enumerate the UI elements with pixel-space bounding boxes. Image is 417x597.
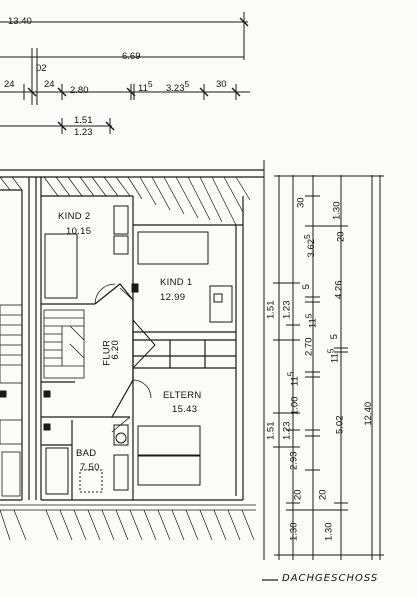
room-area-flur: 6.20 [110, 339, 122, 360]
toilet [113, 424, 129, 446]
chair-kind1 [213, 293, 223, 303]
dim-r-c3-115-main: 11 [307, 318, 319, 329]
shower-tray [79, 469, 103, 493]
dim-label-151: 1.51 [74, 115, 93, 126]
dim-label-02: 02 [36, 63, 47, 74]
dim-r-c3-115: 115 [303, 313, 319, 329]
dim-label-3235: 3.235 [166, 80, 189, 94]
cabinet-kind2b [113, 235, 129, 255]
room-area-kind1: 12.99 [160, 292, 186, 303]
dim-label-3235-main: 3.23 [166, 83, 185, 95]
vanity [113, 454, 129, 491]
dim-r-c2-123b: 1.23 [281, 421, 293, 441]
dim-label-1340: 13.40 [8, 16, 32, 27]
dim-r-c4-115-sup: 5 [325, 348, 336, 354]
dim-r-c4-20: 20 [335, 231, 347, 243]
roof-hatching-bottom [0, 504, 256, 541]
dim-r-c3-5: 5 [300, 284, 312, 290]
dim-label-115-sup: 5 [147, 79, 153, 89]
drawing-caption: DACHGESCHOSS [282, 573, 379, 584]
bed-eltern-2 [137, 454, 201, 486]
dim-r-c1-151b: 1.51 [265, 421, 277, 441]
dim-r-c3-3625: 3.625 [301, 234, 317, 258]
bed-kind1 [137, 231, 209, 265]
room-area-bad: 7.50 [80, 462, 100, 473]
dim-r-c4-426: 4.26 [333, 280, 345, 300]
dim-label-669: 6.69 [122, 51, 141, 62]
dim-label-24a: 24 [4, 79, 15, 90]
dim-r-c4-502: 5.02 [334, 415, 346, 435]
room-name-bad: BAD [76, 448, 97, 459]
staircase [43, 309, 85, 379]
dim-r-c3-2705: 2.70 [303, 337, 315, 357]
desk-kind1 [209, 285, 233, 323]
dim-label-24b: 24 [44, 79, 55, 90]
dim-r-c3-20: 20 [317, 489, 329, 501]
bed-eltern-1 [137, 425, 201, 457]
room-area-eltern: 15.43 [172, 404, 198, 415]
dim-label-30: 30 [216, 79, 227, 90]
dim-r-c5-1240: 12.40 [363, 401, 375, 426]
dim-r-c3-130: 1.30 [323, 522, 335, 542]
dim-r-c1-151a: 1.51 [265, 300, 277, 320]
dim-r-c3-30: 30 [295, 197, 307, 209]
dim-r-c2-115-sup: 5 [285, 371, 296, 377]
room-name-kind2: KIND 2 [58, 211, 91, 222]
dim-label-3235-sup: 5 [184, 79, 190, 89]
dim-r-c2-115: 115 [285, 371, 301, 387]
dim-r-c4-130: 1.30 [331, 201, 343, 221]
dim-r-c3-115-sup: 5 [303, 313, 314, 319]
dim-label-115-main: 11 [138, 83, 148, 95]
dim-r-c2-123a: 1.23 [281, 300, 293, 320]
dim-r-c2-20: 20 [292, 489, 304, 501]
room-name-kind1: KIND 1 [160, 277, 193, 288]
bathtub [45, 447, 69, 495]
dim-r-c2-115-main: 11 [289, 376, 301, 387]
room-area-kind2: 10.15 [66, 226, 92, 237]
dim-r-c4-115: 115 [325, 348, 341, 364]
dim-label-115: 115 [138, 80, 153, 94]
dim-r-c3-3625-main: 3.62 [305, 238, 317, 258]
dim-r-c2-100: 1.00 [289, 396, 301, 416]
dim-r-c4-5: 5 [328, 334, 340, 340]
dim-r-c2-293: 2.93 [288, 451, 300, 471]
cabinet-kind2 [113, 205, 129, 235]
dim-r-c4-115-main: 11 [329, 353, 341, 364]
dim-label-123: 1.23 [74, 127, 93, 138]
room-name-eltern: ELTERN [163, 390, 202, 401]
dim-r-c2-130: 1.30 [288, 522, 300, 542]
roof-hatching-top [0, 176, 251, 226]
bed-kind2 [44, 233, 78, 299]
dim-r-c3-3625-sup: 5 [301, 234, 312, 239]
dim-label-280: 2.80 [70, 85, 89, 96]
